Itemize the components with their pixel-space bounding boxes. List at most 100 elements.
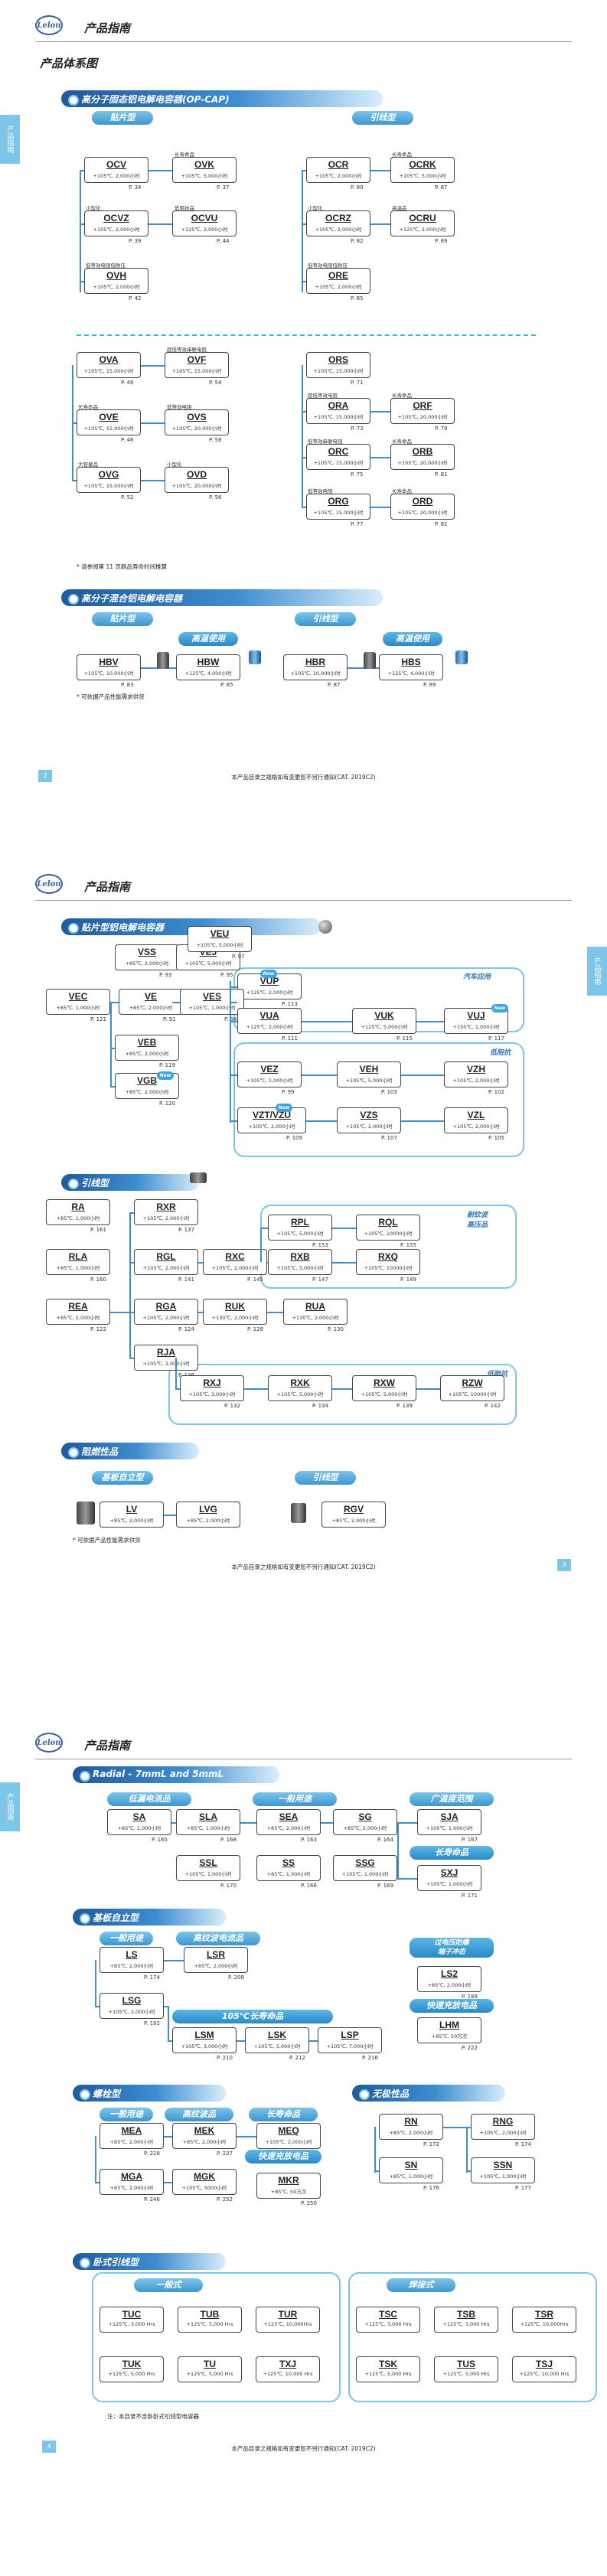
series-ord[interactable]: ORD+105℃, 20,000小时 — [390, 494, 455, 520]
series-ovg[interactable]: OVG+105℃, 15,000小时 — [77, 467, 141, 493]
series-vss[interactable]: VSS+85℃, 2,000小时 — [115, 944, 179, 970]
series-rxc[interactable]: RXC+105℃, 2,000小时 — [203, 1249, 267, 1275]
series-vzh[interactable]: VZH+105℃, 2,000小时 — [444, 1061, 508, 1087]
series-ors[interactable]: ORS+105℃, 15,000小时 — [306, 352, 370, 378]
series-tsr[interactable]: TSR+125℃, 10,000Hrs — [512, 2307, 576, 2333]
series-hbv[interactable]: HBV+105℃, 10,000小时 — [77, 654, 141, 680]
series-ocru[interactable]: OCRU+125℃, 2,000小时 — [390, 210, 455, 236]
series-veb[interactable]: VEB+85℃, 2,000小时 — [115, 1035, 179, 1061]
series-rql[interactable]: RQL+105℃, 10000小时 — [356, 1215, 420, 1241]
series-sxj[interactable]: SXJ+105℃, 1,000小时 — [417, 1865, 481, 1891]
series-ves[interactable]: VES+105℃, 1,000小时 — [180, 989, 244, 1015]
side-tab[interactable]: 产品指南 — [0, 115, 20, 164]
series-tsb[interactable]: TSB+125℃, 5,000 Hrs — [434, 2307, 498, 2333]
series-lsm[interactable]: LSM+105℃, 3,000小时 — [172, 2027, 237, 2053]
series-sea[interactable]: SEA+85℃, 2,000小时 — [256, 1809, 321, 1835]
series-lvg[interactable]: LVG+85℃, 2,000小时 — [176, 1502, 240, 1528]
series-hbs[interactable]: HBS+125℃, 4,000小时 — [379, 654, 443, 680]
series-ocrk[interactable]: OCRK+105℃, 5,000小时 — [390, 157, 455, 183]
series-lsr[interactable]: LSR+85℃, 2,000小时 — [184, 1947, 248, 1973]
series-ve[interactable]: VE+85℃, 2,000小时 — [119, 989, 183, 1015]
series-ls[interactable]: LS+85℃, 2,000小时 — [100, 1947, 164, 1973]
series-txj[interactable]: TXJ+125℃, 10,000 Hrs — [256, 2356, 320, 2382]
series-ore[interactable]: ORE+105℃, 2,000小时 — [306, 268, 370, 294]
series-tub[interactable]: TUB+125℃, 5,000 Hrs — [178, 2307, 242, 2333]
series-rxr[interactable]: RXR+105℃, 2,000小时 — [134, 1199, 198, 1225]
series-mek[interactable]: MEK+85℃, 2,000小时 — [172, 2123, 237, 2149]
series-tsc[interactable]: TSC+125℃, 3,000 Hrs — [356, 2307, 420, 2333]
series-mga[interactable]: MGA+85℃, 2,000小时 — [100, 2169, 164, 2195]
series-mgk[interactable]: MGK+105℃, 5000小时 — [172, 2169, 237, 2195]
series-sn[interactable]: SN+85℃, 1,000小时 — [379, 2157, 443, 2183]
series-vzs[interactable]: VZS+105℃, 2,000小时 — [337, 1107, 401, 1133]
series-rxj[interactable]: RXJ+105℃, 3,000小时 — [180, 1375, 244, 1401]
series-sja[interactable]: SJA+105℃, 1,000小时 — [417, 1809, 481, 1835]
series-lv[interactable]: LV+85℃, 2,000小时 — [100, 1502, 164, 1528]
series-ssn[interactable]: SSN+105℃, 1,000小时 — [471, 2157, 535, 2183]
series-ovk[interactable]: OVK+105℃, 5,000小时 — [172, 157, 237, 183]
series-tu[interactable]: TU+125℃, 5,000 Hrs — [178, 2356, 242, 2382]
series-tsj[interactable]: TSJ+125℃, 10,000 Hrs — [512, 2356, 576, 2382]
series-ssg[interactable]: SSG+105℃, 1,000小时 — [333, 1855, 397, 1881]
series-tuc[interactable]: TUC+125℃, 3,000 Hrs — [100, 2307, 164, 2333]
series-ssl[interactable]: SSL+105℃, 1,000小时 — [176, 1855, 240, 1881]
series-meq[interactable]: MEQ+105℃, 2,000小时 — [256, 2123, 321, 2149]
series-ocvz[interactable]: OCVZ+105℃, 2,000小时 — [84, 210, 148, 236]
series-tuk[interactable]: TUK+125℃, 5,000 Hrs — [100, 2356, 164, 2382]
series-ovd[interactable]: OVD+105℃, 20,000小时 — [165, 467, 229, 493]
series-ocvu[interactable]: OCVU+125℃, 2,000小时 — [172, 210, 237, 236]
series-veu[interactable]: VEU+105℃, 5,000小时 — [188, 926, 252, 952]
series-sg[interactable]: SG+85℃, 2,000小时 — [333, 1809, 397, 1835]
series-ocv[interactable]: OCV+105℃, 2,000小时 — [84, 157, 148, 183]
series-ocrz[interactable]: OCRZ+105℃, 2,000小时 — [306, 210, 370, 236]
series-ove[interactable]: OVE+105℃, 15,000小时 — [77, 409, 141, 435]
series-rgv[interactable]: RGV+85℃, 2,000小时 — [321, 1502, 386, 1528]
series-rpl[interactable]: RPL+105℃, 5,000小时 — [268, 1215, 332, 1241]
series-rga[interactable]: RGA+105℃, 2,000小时 — [134, 1299, 198, 1325]
series-rea[interactable]: REA+85℃, 2,000小时 — [46, 1299, 110, 1325]
series-rua[interactable]: RUA+130℃, 2,000小时 — [283, 1299, 348, 1325]
series-ovs[interactable]: OVS+105℃, 20,000小时 — [165, 409, 229, 435]
series-vez[interactable]: VEZ+105℃, 1,000小时 — [237, 1061, 302, 1087]
series-vuk[interactable]: VUK+125℃, 5,000小时 — [352, 1008, 416, 1034]
side-tab[interactable]: 产品指南 — [587, 947, 607, 996]
series-hbr[interactable]: HBR+105℃, 10,000小时 — [283, 654, 348, 680]
series-lsk[interactable]: LSK+105℃, 5,000小时 — [245, 2027, 309, 2053]
series-rxb[interactable]: RXB+105℃, 5,000小时 — [268, 1249, 332, 1275]
series-ora[interactable]: ORA+105℃, 15,000小时 — [306, 398, 370, 424]
series-lhm[interactable]: LHM+85℃, 50万次 — [417, 2017, 481, 2043]
series-sla[interactable]: SLA+85℃, 1,000小时 — [176, 1809, 240, 1835]
series-tus[interactable]: TUS+125℃, 5,000 Hrs — [434, 2356, 498, 2382]
series-mea[interactable]: MEA+85℃, 2,000小时 — [100, 2123, 164, 2149]
series-ruk[interactable]: RUK+130℃, 2,000小时 — [203, 1299, 267, 1325]
series-rxk[interactable]: RXK+105℃, 5,000小时 — [268, 1375, 332, 1401]
side-tab[interactable]: 产品指南 — [0, 1782, 20, 1831]
series-orc[interactable]: ORC+105℃, 15,000小时 — [306, 444, 370, 470]
series-ova[interactable]: OVA+105℃, 15,000小时 — [77, 352, 141, 378]
series-rla[interactable]: RLA+85℃, 1,000小时 — [46, 1249, 110, 1275]
series-org[interactable]: ORG+105℃, 15,000小时 — [306, 494, 370, 520]
series-rzw[interactable]: RZW+105℃, 10000小时 — [440, 1375, 504, 1401]
series-mkr[interactable]: MKR+85℃, 50万次 — [256, 2173, 321, 2199]
series-vgb[interactable]: VGB+85℃, 2,000小时 — [115, 1073, 179, 1099]
series-orf[interactable]: ORF+105℃, 20,000小时 — [390, 398, 455, 424]
series-ocr[interactable]: OCR+105℃, 2,000小时 — [306, 157, 370, 183]
series-rng[interactable]: RNG+105℃, 2,000小时 — [471, 2114, 535, 2140]
series-ss[interactable]: SS+85℃, 1,000小时 — [256, 1855, 321, 1881]
series-rxq[interactable]: RXQ+105℃, 10000小时 — [356, 1249, 420, 1275]
series-rja[interactable]: RJA+105℃, 2,000小时 — [134, 1345, 198, 1371]
series-lsp[interactable]: LSP+105℃, 7,000小时 — [318, 2027, 382, 2053]
series-vzt-vzu[interactable]: VZT/VZU+105℃, 2,000小时 — [237, 1107, 306, 1133]
series-lsg[interactable]: LSG+105℃, 2,000小时 — [100, 1993, 164, 2019]
series-ovf[interactable]: OVF+105℃, 15,000小时 — [165, 352, 229, 378]
series-vua[interactable]: VUA+125℃, 2,000小时 — [237, 1008, 302, 1034]
series-tsk[interactable]: TSK+125℃, 5,000 Hrs — [356, 2356, 420, 2382]
series-tur[interactable]: TUR+125℃, 10,000Hrs — [256, 2307, 320, 2333]
series-ra[interactable]: RA+85℃, 1,000小时 — [46, 1199, 110, 1225]
series-rxw[interactable]: RXW+105℃, 5,000小时 — [352, 1375, 416, 1401]
series-ls2[interactable]: LS2+85℃, 2,000小时 — [417, 1966, 481, 1992]
series-ovh[interactable]: OVH+105℃, 2,000小时 — [84, 268, 148, 294]
series-orb[interactable]: ORB+105℃, 20,000小时 — [390, 444, 455, 470]
series-rgl[interactable]: RGL+105℃, 2,000小时 — [134, 1249, 198, 1275]
series-hbw[interactable]: HBW+125℃, 4,000小时 — [176, 654, 240, 680]
